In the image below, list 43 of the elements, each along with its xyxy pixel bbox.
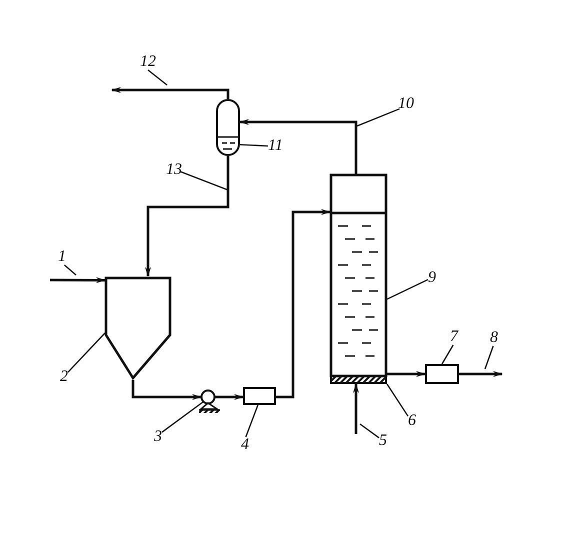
pipe-arrow	[239, 119, 358, 174]
callout-number: 7	[450, 329, 458, 345]
callout-number: 11	[268, 138, 283, 154]
callout-number: 12	[140, 54, 156, 70]
callout-number: 6	[408, 413, 416, 429]
apparatus-box	[425, 364, 459, 384]
grid-drawing	[330, 375, 387, 384]
separator-drawing	[216, 99, 240, 156]
leader-line	[245, 404, 258, 438]
hopper-drawing	[104, 276, 172, 380]
leader-line	[386, 279, 428, 300]
leader-line	[180, 171, 228, 191]
leader-line	[356, 108, 400, 127]
pipe-arrow	[459, 371, 503, 377]
pipe-arrow	[145, 156, 230, 277]
column-drawing	[330, 174, 387, 376]
leader-line	[441, 344, 454, 364]
callout-number: 3	[154, 429, 162, 445]
pump-drawing	[199, 389, 221, 413]
pipe-arrow	[50, 277, 106, 284]
leader-line	[64, 264, 76, 276]
leader-line	[162, 401, 204, 433]
callout-number: 1	[58, 249, 66, 265]
callout-number: 8	[490, 330, 498, 346]
leader-line	[386, 384, 409, 417]
pipe-arrow	[215, 394, 244, 400]
leader-line	[68, 332, 106, 373]
pipe-arrow	[353, 383, 359, 434]
leader-line	[148, 69, 168, 86]
leader-line	[360, 423, 380, 438]
pipe-arrow	[132, 380, 202, 400]
apparatus-box	[243, 387, 276, 405]
pipe-arrow	[111, 87, 230, 99]
callout-number: 9	[428, 270, 436, 286]
leader-line	[484, 346, 494, 370]
pipe-arrow	[387, 371, 426, 377]
callout-number: 4	[241, 437, 249, 453]
leader-line	[240, 144, 268, 147]
callout-number: 5	[379, 433, 387, 449]
callout-number: 13	[166, 162, 182, 178]
pipe-arrow	[276, 209, 331, 398]
callout-number: 2	[60, 369, 68, 385]
callout-number: 10	[398, 96, 414, 112]
